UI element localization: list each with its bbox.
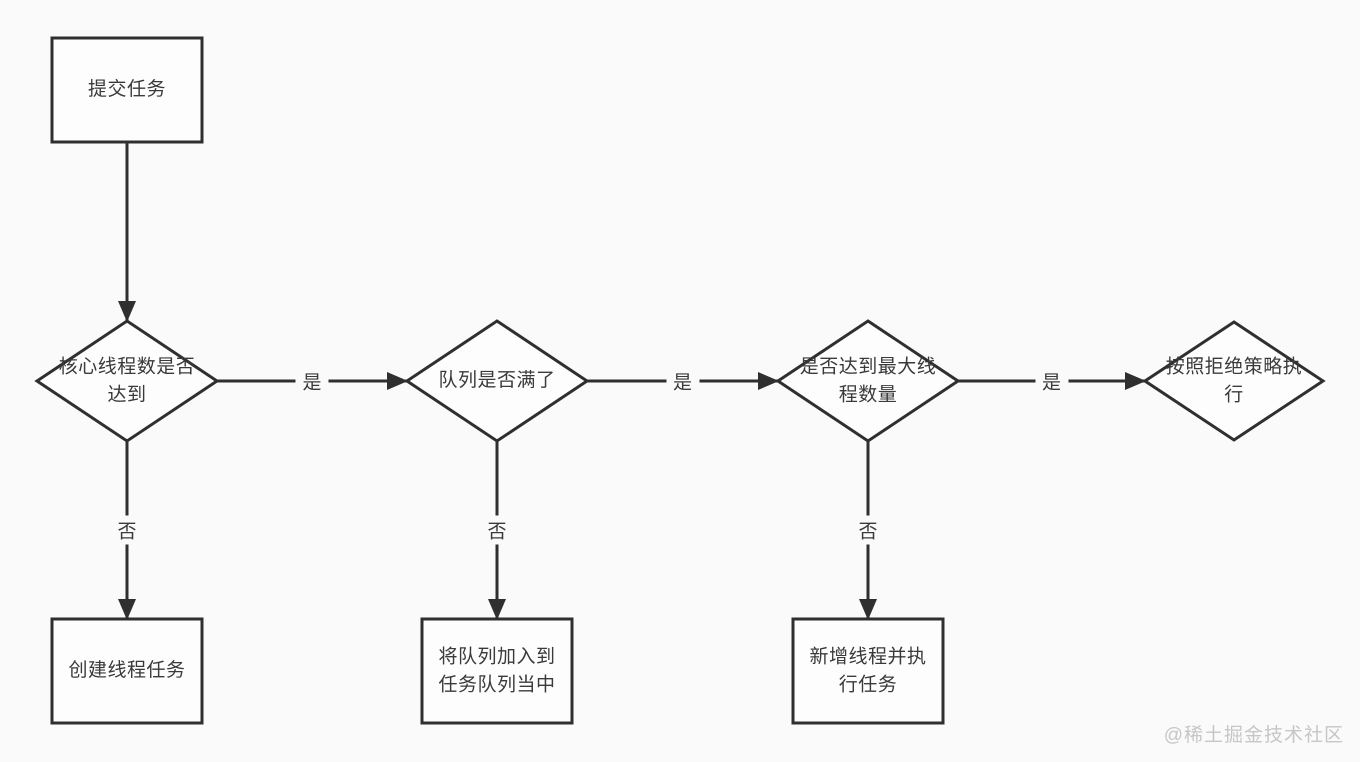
node-label-line: 新增线程并执 [809, 646, 927, 668]
node-label-line: 任务队列当中 [438, 674, 556, 695]
edge-label-max-no: 否 [851, 515, 885, 545]
node-shape-new-thread-execute [791, 617, 945, 725]
node-label-line: 行 [1224, 384, 1244, 405]
node-label-new-thread-execute: 新增线程并执行任务 [809, 643, 926, 698]
node-label-reject-policy: 按照拒绝策略执行 [1166, 353, 1303, 408]
node-label-create-thread-task: 创建线程任务 [68, 657, 185, 685]
node-label-line: 提交任务 [87, 79, 167, 101]
node-label-submit-task: 提交任务 [88, 76, 166, 104]
node-label-line: 队列是否满了 [438, 370, 556, 392]
node-label-line: 核心线程数是否 [58, 356, 196, 378]
node-label-core-thread-reached: 核心线程数是否达到 [59, 353, 196, 408]
node-label-max-threads-reached: 是否达到最大线程数量 [800, 353, 937, 408]
node-label-line: 按照拒绝策略执 [1165, 356, 1303, 378]
node-shape-reject-policy [1142, 320, 1326, 442]
edge-label-core-no: 否 [110, 515, 144, 545]
node-label-line: 程数量 [838, 384, 898, 405]
node-label-add-to-task-queue: 将队列加入到任务队列当中 [438, 643, 555, 698]
node-label-line: 行任务 [838, 674, 898, 695]
node-label-queue-full: 队列是否满了 [438, 367, 555, 395]
edge-label-max-yes: 是 [1034, 366, 1069, 396]
node-shape-create-thread-task [50, 617, 204, 725]
watermark-juejin-community: @稀土掘金技术社区 [1163, 725, 1344, 746]
node-label-line: 创建线程任务 [68, 660, 186, 682]
node-label-line: 是否达到最大线 [799, 356, 937, 378]
node-shape-submit-task [50, 36, 204, 144]
node-label-line: 将队列加入到 [438, 646, 556, 668]
node-label-line: 达到 [107, 384, 147, 405]
edge-label-queue-no: 否 [480, 515, 514, 545]
edge-label-core-yes: 是 [295, 366, 329, 396]
edge-label-queue-yes: 是 [665, 366, 700, 396]
